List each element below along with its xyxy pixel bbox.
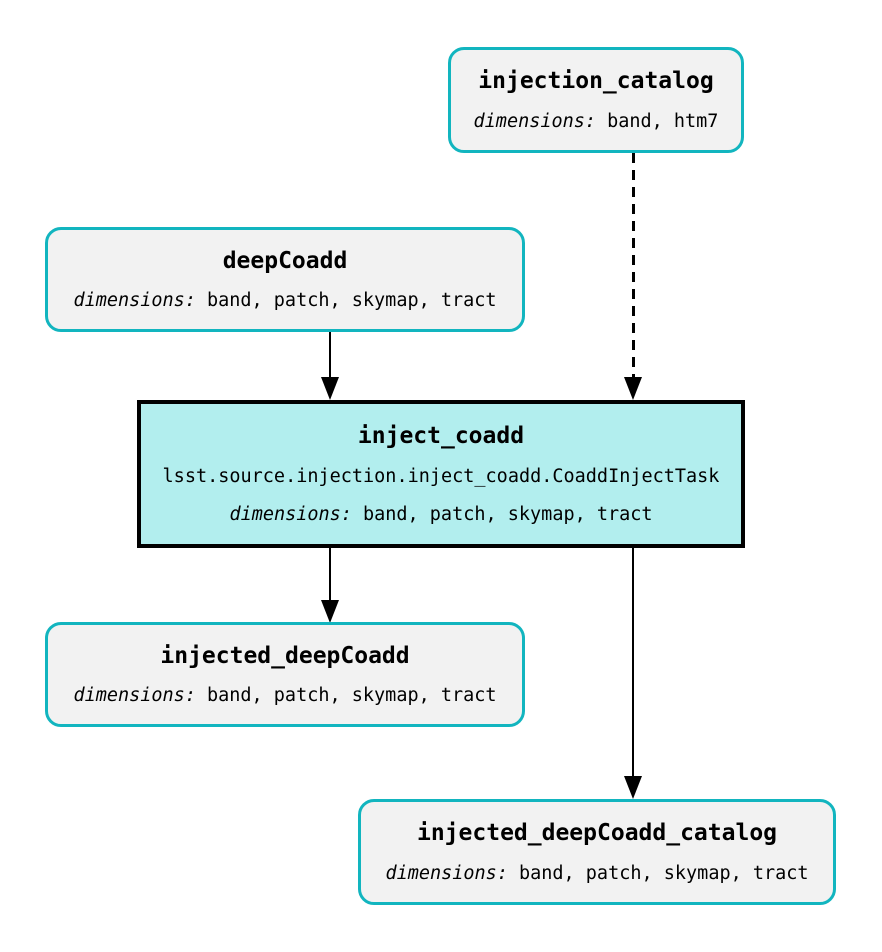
arrowhead-icon [624, 776, 642, 799]
dimensions-value: band, patch, skymap, tract [206, 685, 497, 706]
dimensions-label: dimensions: [229, 504, 352, 525]
dimensions-value: band, patch, skymap, tract [206, 290, 497, 311]
node-dimensions: dimensions: band, patch, skymap, tract [73, 685, 496, 706]
node-title: injected_deepCoadd_catalog [416, 820, 778, 847]
task-class-path: lsst.source.injection.inject_coadd.Coadd… [162, 466, 720, 487]
node-dimensions: dimensions: band, patch, skymap, tract [73, 290, 496, 311]
node-dimensions: dimensions: band, htm7 [474, 111, 719, 132]
node-title: injection_catalog [478, 68, 714, 95]
dimensions-value: band, htm7 [607, 110, 719, 132]
arrowhead-icon [624, 377, 642, 400]
node-injected-deepcoadd: injected_deepCoadd dimensions: band, patc… [45, 622, 525, 727]
edge-inject-coadd-to-injected-deepcoadd-catalog [632, 548, 634, 776]
node-title: deepCoadd [222, 248, 348, 274]
edge-injection-catalog-to-inject-coadd [632, 153, 635, 377]
edge-deepcoadd-to-inject-coadd [329, 331, 331, 377]
dimensions-label: dimensions: [73, 290, 196, 311]
dimensions-label: dimensions: [385, 862, 508, 884]
node-injected-deepcoadd-catalog: injected_deepCoadd_catalog dimensions: ba… [358, 799, 836, 905]
arrowhead-icon [321, 600, 339, 623]
dimensions-label: dimensions: [473, 110, 597, 132]
edge-inject-coadd-to-injected-deepcoadd [329, 548, 331, 600]
arrowhead-icon [321, 377, 339, 400]
node-deepcoadd: deepCoadd dimensions: band, patch, skymap… [45, 227, 525, 332]
node-injection-catalog: injection_catalog dimensions: band, htm7 [448, 47, 744, 153]
node-title: inject_coadd [357, 423, 525, 449]
dimensions-value: band, patch, skymap, tract [518, 862, 809, 884]
dimensions-label: dimensions: [73, 685, 196, 706]
node-title: injected_deepCoadd [160, 643, 410, 669]
node-dimensions: dimensions: band, patch, skymap, tract [385, 863, 808, 884]
node-inject-coadd-task: inject_coadd lsst.source.injection.injec… [137, 400, 745, 548]
node-dimensions: dimensions: band, patch, skymap, tract [229, 504, 652, 525]
dimensions-value: band, patch, skymap, tract [362, 504, 653, 525]
